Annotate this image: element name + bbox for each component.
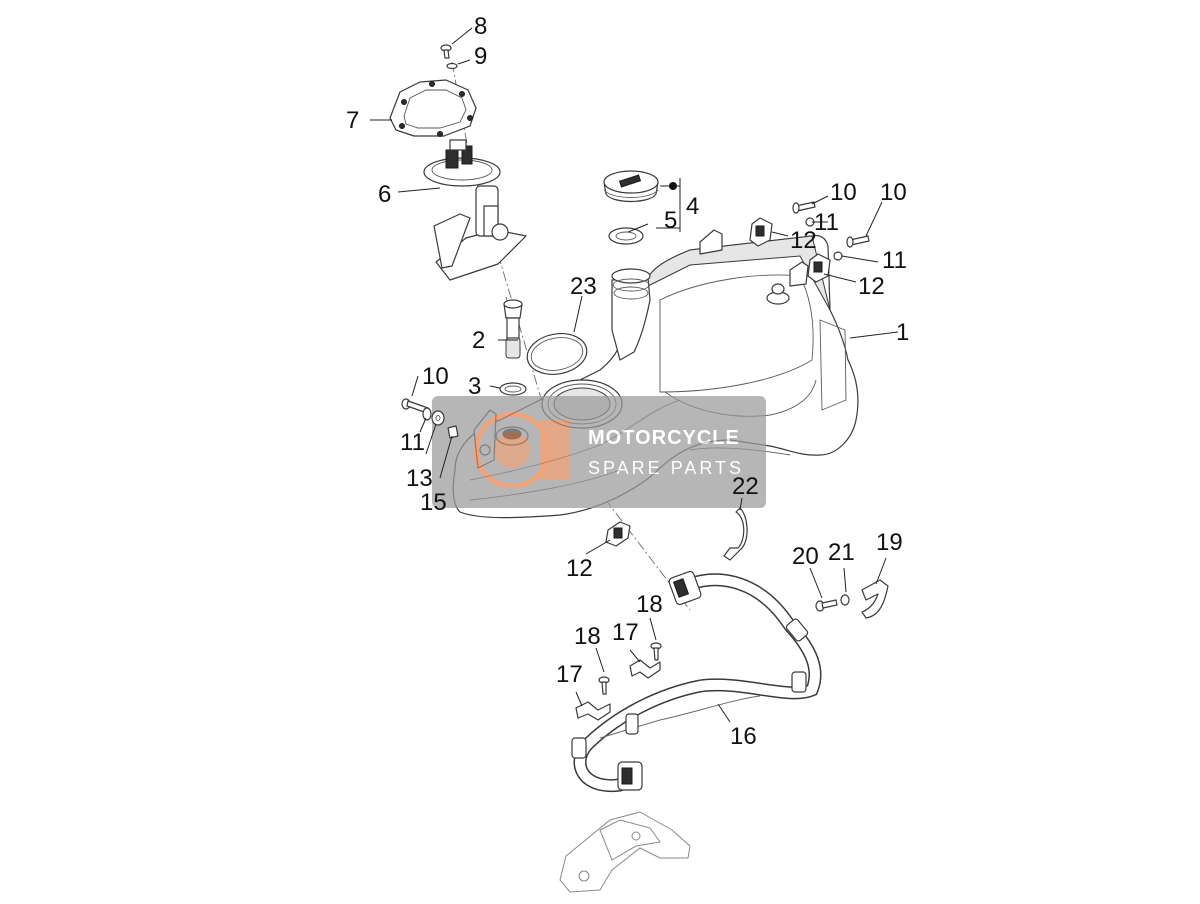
callout-6: 6 — [378, 181, 391, 208]
screw-18-upper — [650, 642, 662, 661]
callout-9: 9 — [474, 43, 487, 70]
callout-3: 3 — [468, 373, 481, 400]
callout-18-right: 18 — [636, 591, 663, 618]
hose-connector-top — [668, 570, 702, 606]
pump-gasket-ring — [526, 333, 588, 375]
bushing-15 — [447, 425, 459, 439]
screw-10-right-a — [792, 201, 816, 214]
screw-20 — [815, 599, 838, 612]
screw-10-right-b — [846, 235, 870, 248]
callout-11-right-b: 11 — [882, 247, 907, 274]
washer-11-right-b — [833, 251, 843, 261]
callout-2: 2 — [472, 327, 485, 354]
callout-labels: 1 2 3 4 5 6 7 8 9 10 10 10 11 11 11 12 1… — [346, 13, 909, 750]
callout-12-right-a: 12 — [790, 227, 817, 254]
watermark-logo: MOTORCYCLE SPARE PARTS — [432, 396, 766, 508]
washer-13 — [431, 410, 445, 426]
callout-21: 21 — [828, 539, 855, 566]
callout-17-right: 17 — [612, 619, 639, 646]
callout-12-bottom: 12 — [566, 555, 593, 582]
clip-12-right-a — [749, 217, 773, 247]
callout-11-left: 11 — [400, 429, 425, 456]
watermark-line2: SPARE PARTS — [588, 458, 744, 478]
callout-23: 23 — [570, 273, 597, 300]
frame-bracket-faded — [559, 811, 691, 893]
washer-9 — [446, 62, 458, 70]
callout-13: 13 — [406, 465, 433, 492]
callout-7: 7 — [346, 107, 359, 134]
washer-21 — [840, 594, 850, 606]
leader-lines — [370, 27, 899, 723]
callout-1: 1 — [896, 319, 909, 346]
callout-10-right-a: 10 — [830, 179, 857, 206]
watermark-box — [432, 396, 766, 508]
callout-16: 16 — [730, 723, 757, 750]
callout-8: 8 — [474, 13, 487, 40]
fuel-hose-16 — [571, 570, 822, 792]
clamp-17-upper — [629, 659, 661, 679]
cable-tie-22 — [723, 507, 748, 561]
callout-22: 22 — [732, 473, 759, 500]
bracket-19 — [861, 579, 889, 619]
sender-o-ring — [499, 382, 527, 396]
callout-17-left: 17 — [556, 661, 583, 688]
pump-retaining-ring — [389, 79, 477, 137]
clamp-17-lower — [575, 701, 611, 721]
callout-18-left: 18 — [574, 623, 601, 650]
callout-12-right-b: 12 — [858, 273, 885, 300]
washer-11-left — [422, 407, 432, 421]
fuel-level-sender — [503, 299, 523, 359]
callout-5: 5 — [664, 207, 677, 234]
callout-10-right-b: 10 — [880, 179, 907, 206]
callout-15: 15 — [420, 489, 447, 516]
watermark-line1: MOTORCYCLE — [588, 427, 740, 449]
callout-11-right-a: 11 — [814, 209, 839, 236]
fuel-pump — [423, 139, 527, 281]
callout-19: 19 — [876, 529, 903, 556]
screw-8 — [440, 44, 452, 59]
fuel-cap — [603, 170, 659, 203]
screw-18-lower — [598, 676, 610, 695]
clip-12-right-b — [807, 253, 831, 283]
cap-gasket — [608, 227, 644, 245]
callout-4: 4 — [686, 193, 699, 220]
clip-12-bottom — [605, 521, 631, 547]
callout-20: 20 — [792, 543, 819, 570]
callout-10-left: 10 — [422, 363, 449, 390]
hose-connector-bottom — [617, 761, 643, 791]
